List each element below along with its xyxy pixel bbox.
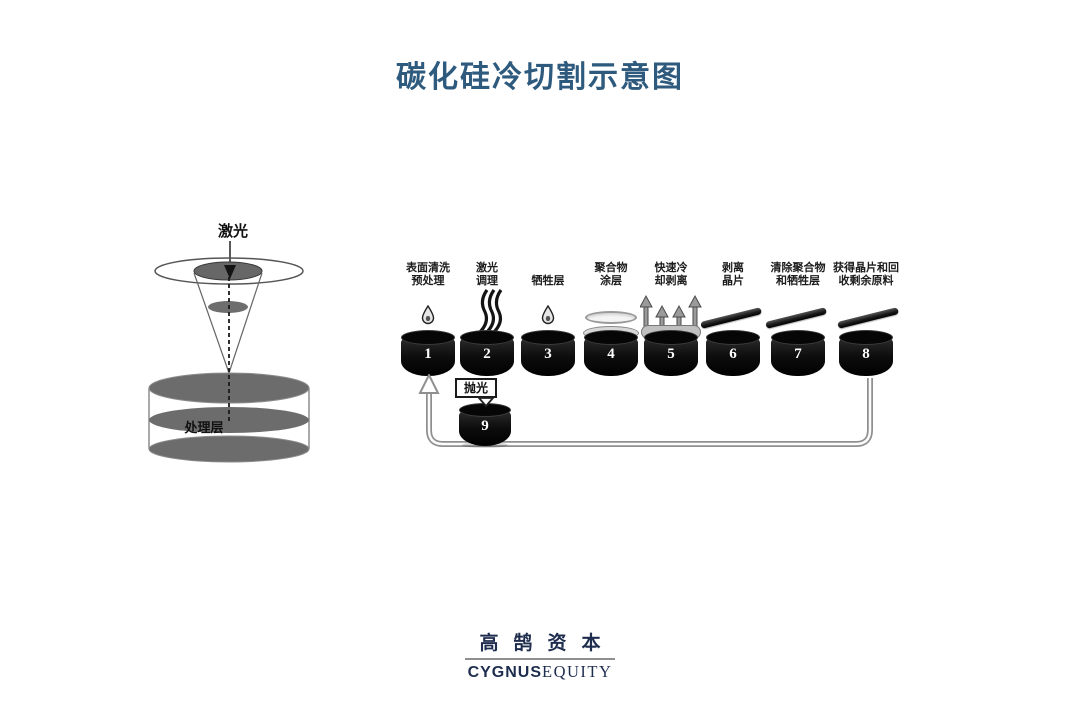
step-label: 表面清洗 预处理: [406, 262, 450, 287]
step-label: 清除聚合物 和牺牲层: [770, 262, 826, 287]
step-number: 2: [483, 346, 491, 362]
crucible-8: 8: [839, 330, 893, 379]
step-label: 聚合物 涂层: [594, 262, 628, 287]
process-step-8: 获得晶片和回 收剩余原料 8: [814, 256, 918, 379]
logo-en-cygnus: CYGNUS: [467, 664, 543, 681]
step-number: 7: [794, 346, 802, 362]
crucible-4: 4: [583, 326, 639, 379]
step-number: 5: [667, 346, 675, 362]
step-label: 快速冷 却剥离: [654, 262, 688, 287]
process-step-6: 剥离 晶片 6: [681, 256, 785, 379]
laser-focus-diagram: 激光 处理层: [148, 222, 310, 463]
lifted-wafer-icon: [837, 307, 900, 329]
step-number: 3: [544, 346, 552, 362]
laser-label: 激光: [218, 222, 248, 240]
logo-chinese-text: 高鹄资本: [479, 633, 616, 654]
logo-divider: [465, 658, 615, 660]
polish-down-arrow: [477, 397, 495, 408]
processed-layer-label: 处理层: [183, 420, 223, 435]
crucible-7: 7: [771, 330, 825, 379]
step-number: 6: [729, 346, 737, 362]
step-number: 1: [424, 346, 432, 362]
coating-disk-icon: [585, 311, 637, 324]
process-step-7: 清除聚合物 和牺牲层 7: [746, 256, 850, 379]
company-logo: 高鹄资本 CYGNUSEQUITY: [0, 628, 1080, 682]
recycle-arrowhead: [418, 374, 440, 394]
step-label: 剥离 晶片: [722, 262, 744, 287]
step-label: 牺牲层: [531, 275, 565, 287]
focus-cone: [193, 272, 263, 374]
droplet-icon: [421, 305, 435, 325]
process-step-5: 快速冷 却剥离 5: [619, 256, 723, 379]
droplet-icon: [541, 305, 555, 325]
process-step-9: 9: [459, 403, 511, 448]
laser-beams-icon: [476, 289, 503, 336]
arrowhead: [224, 265, 236, 279]
process-step-2: 激光 调理 2: [435, 256, 539, 379]
process-step-4: 聚合物 涂层 4: [559, 256, 663, 379]
step-label: 获得晶片和回 收剩余原料: [833, 262, 899, 287]
logo-english-text: CYGNUSEQUITY: [0, 662, 1080, 682]
step-label: 激光 调理: [476, 262, 498, 287]
recycle-pipe: [418, 374, 873, 447]
step-number: 4: [607, 346, 615, 362]
step-number: 8: [862, 346, 870, 362]
logo-en-equity: EQUITY: [542, 662, 613, 681]
process-step-3: 牺牲层 3: [496, 256, 600, 379]
page-title: 碳化硅冷切割示意图: [396, 61, 684, 94]
step-number: 9: [481, 418, 489, 434]
polish-label-box: 抛光: [455, 378, 498, 398]
crucible-6: 6: [706, 330, 760, 379]
crucible-9: 9: [459, 403, 511, 448]
process-step-1: 表面清洗 预处理 1: [376, 256, 480, 379]
